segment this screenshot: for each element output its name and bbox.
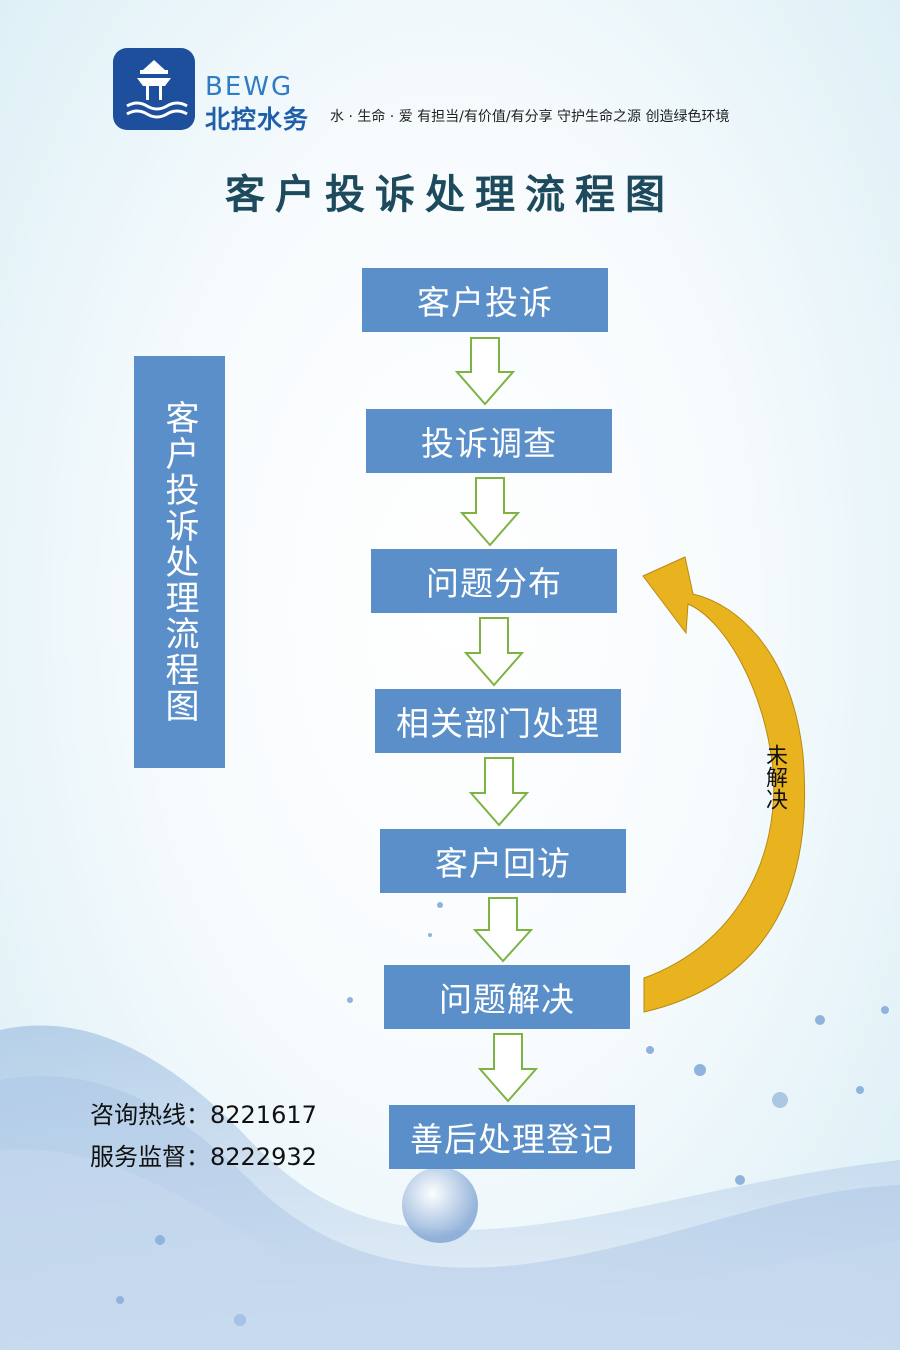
page-title: 客户投诉处理流程图 <box>225 172 675 218</box>
consult-hotline: 咨询热线：8221617 <box>90 1101 317 1129</box>
step-complaint-investigation: 投诉调查 <box>366 409 612 473</box>
bewg-logo <box>113 48 195 130</box>
step-problem-resolved: 问题解决 <box>384 965 630 1029</box>
step-problem-distribution: 问题分布 <box>371 549 617 613</box>
brand-slogan: 水 · 生命 · 爱 有担当/有价值/有分享 守护生命之源 创造绿色环境 <box>330 109 730 125</box>
brand-chinese-name: 北控水务 <box>205 105 310 134</box>
step-customer-revisit: 客户回访 <box>380 829 626 893</box>
unresolved-label: 未解决 <box>762 744 787 810</box>
brand-english-name: BEWG <box>205 72 294 102</box>
side-vertical-title-text: 客户投诉处理流程图 <box>159 400 199 724</box>
step-customer-complaint: 客户投诉 <box>362 268 608 332</box>
side-vertical-title: 客户投诉处理流程图 <box>134 356 225 768</box>
step-department-handling: 相关部门处理 <box>375 689 621 753</box>
step-aftercare-registration: 善后处理登记 <box>389 1105 635 1169</box>
service-supervision-line: 服务监督：8222932 <box>90 1143 317 1171</box>
